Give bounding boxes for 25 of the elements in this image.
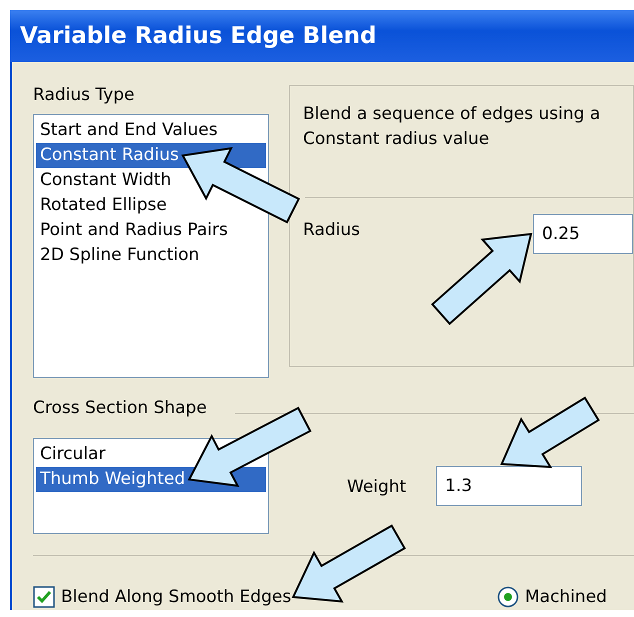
list-item: Constant Width (38, 168, 174, 193)
list-item: Start and End Values (38, 118, 220, 143)
description-panel (289, 85, 634, 367)
callout-arrow (430, 232, 532, 326)
group-heading: Radius Type (33, 85, 134, 105)
list-box (33, 114, 269, 378)
callout-arrow (292, 524, 406, 603)
callout-arrow (181, 147, 300, 224)
field-label: Weight (347, 477, 406, 497)
checkbox: Blend Along Smooth Edges (33, 585, 292, 609)
callout-arrow (500, 396, 600, 468)
radio-button: Machined (497, 585, 607, 609)
group-heading: Cross Section Shape (33, 398, 207, 418)
callout-arrow (188, 406, 312, 488)
text-field: 1.3 (436, 466, 582, 506)
list-item: Constant Radius (38, 143, 181, 168)
title-bar: Variable Radius Edge Blend (10, 10, 634, 62)
text-field: 0.25 (533, 214, 633, 254)
list-item: 2D Spline Function (38, 243, 202, 268)
field-label: Radius (303, 220, 360, 240)
list-item: Circular (38, 442, 108, 467)
list-item: Thumb Weighted (38, 467, 188, 492)
list-item: Rotated Ellipse (38, 193, 169, 218)
list-item: Point and Radius Pairs (38, 218, 230, 243)
description-text: Blend a sequence of edges using a Constant radius value (303, 103, 602, 151)
